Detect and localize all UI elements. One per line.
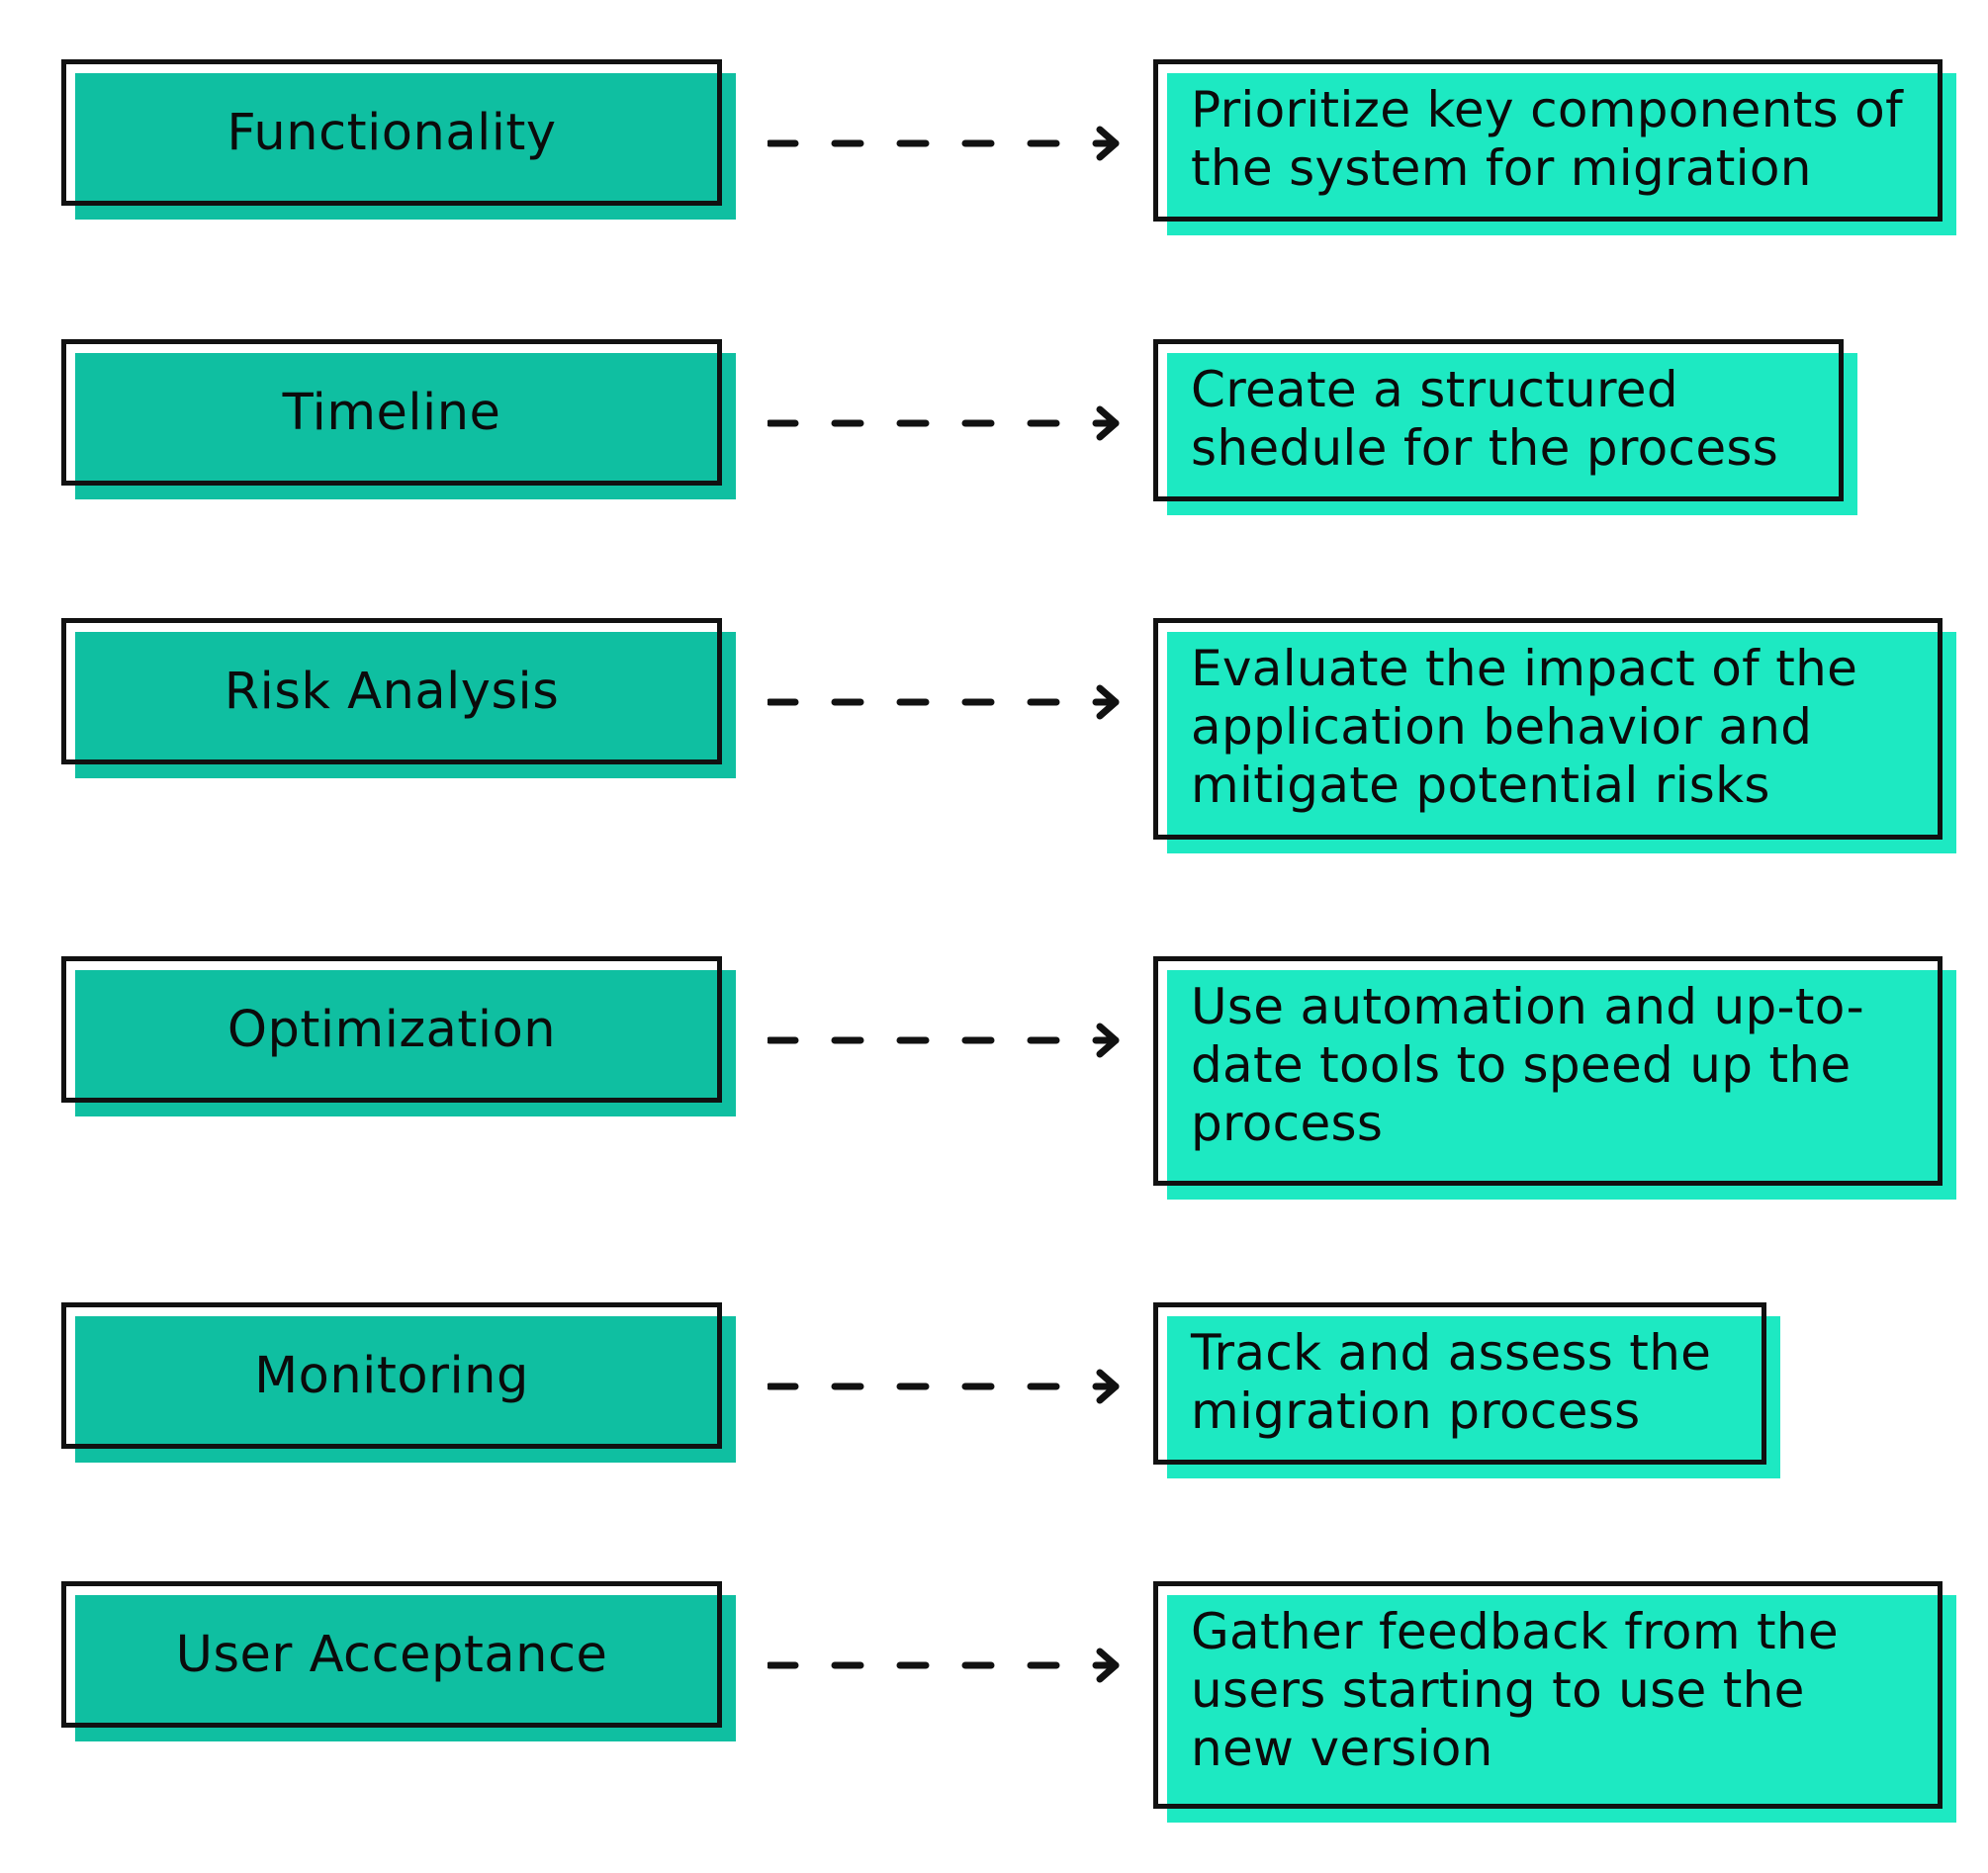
description-box-risk-analysis: Evaluate the impact of the application b… xyxy=(1153,618,1956,853)
dashed-arrow-icon xyxy=(768,1023,1120,1058)
description-text: Use automation and up-to-date tools to s… xyxy=(1191,978,1864,1152)
category-box-functionality: Functionality xyxy=(61,59,736,220)
dashed-arrow-icon xyxy=(768,1369,1120,1404)
description-text: Create a structured shedule for the proc… xyxy=(1191,361,1779,477)
category-label: Timeline xyxy=(282,383,501,442)
category-box-optimization: Optimization xyxy=(61,956,736,1116)
description-text: Evaluate the impact of the application b… xyxy=(1191,640,1858,814)
description-box-monitoring: Track and assess the migration process xyxy=(1153,1302,1780,1478)
dashed-arrow-icon xyxy=(768,684,1120,720)
description-box-functionality: Prioritize key components of the system … xyxy=(1153,59,1956,235)
dashed-arrow-icon xyxy=(768,405,1120,441)
description-text: Prioritize key components of the system … xyxy=(1191,81,1903,197)
description-box-timeline: Create a structured shedule for the proc… xyxy=(1153,339,1857,515)
category-box-risk-analysis: Risk Analysis xyxy=(61,618,736,778)
category-label: Risk Analysis xyxy=(224,662,560,721)
description-box-optimization: Use automation and up-to-date tools to s… xyxy=(1153,956,1956,1200)
category-label: User Acceptance xyxy=(175,1625,608,1684)
dashed-arrow-icon xyxy=(768,126,1120,161)
category-label: Monitoring xyxy=(254,1346,529,1405)
dashed-arrow-icon xyxy=(768,1648,1120,1683)
description-text: Track and assess the migration process xyxy=(1191,1324,1712,1440)
category-box-monitoring: Monitoring xyxy=(61,1302,736,1463)
category-label: Optimization xyxy=(226,1000,557,1059)
description-text: Gather feedback from the users starting … xyxy=(1191,1603,1839,1777)
category-box-timeline: Timeline xyxy=(61,339,736,499)
category-label: Functionality xyxy=(226,103,557,162)
description-box-user-acceptance: Gather feedback from the users starting … xyxy=(1153,1581,1956,1823)
category-box-user-acceptance: User Acceptance xyxy=(61,1581,736,1741)
